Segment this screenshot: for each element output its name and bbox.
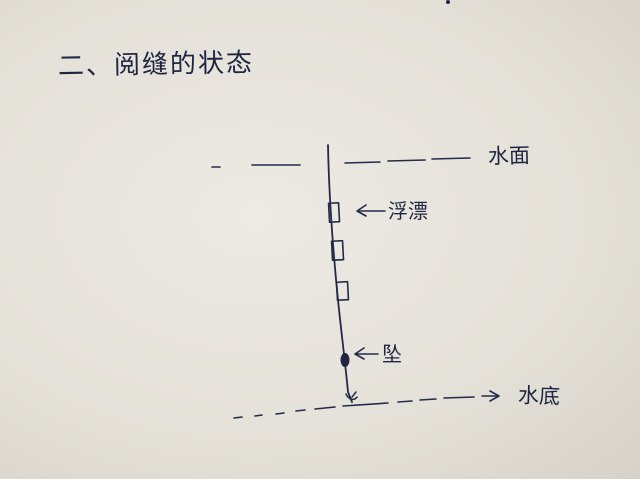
float-segment-1	[327, 201, 341, 224]
sinker-label: 坠	[382, 342, 402, 366]
sinker-arrow	[354, 347, 379, 360]
hook-mark	[345, 391, 358, 401]
float-segment-2	[330, 239, 345, 262]
float-segment-3	[335, 280, 350, 302]
sinker-dot	[340, 353, 350, 367]
float-label: 浮漂	[388, 199, 428, 223]
water-surface-line	[211, 157, 471, 168]
water-surface-label: 水面	[487, 143, 531, 169]
ink-spot	[446, 0, 450, 4]
float-arrow	[356, 204, 386, 217]
water-bottom-line	[233, 390, 500, 419]
water-bottom-label: 水底	[517, 383, 561, 409]
